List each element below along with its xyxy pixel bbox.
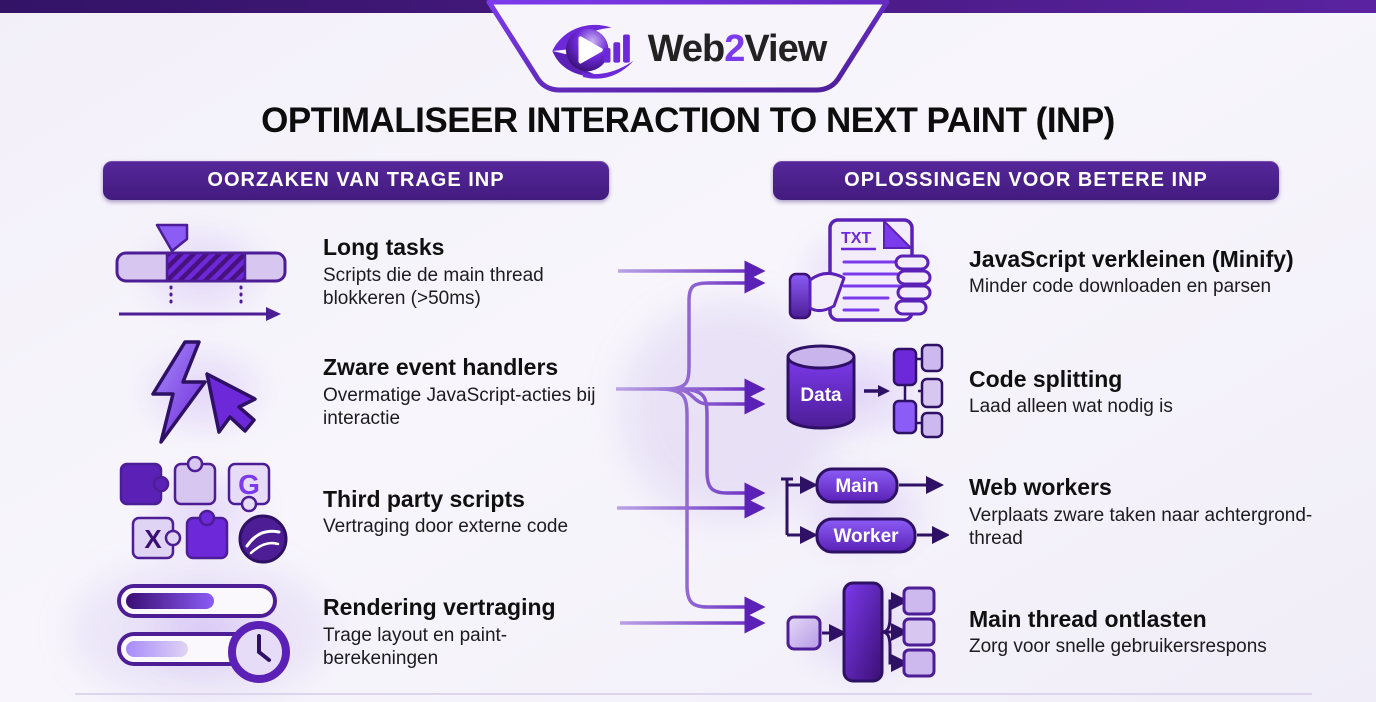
brand-wordmark: Web2View [647,27,828,71]
thread-offload-icon [777,577,949,687]
page-title: OPTIMALISEER INTERACTION TO NEXT PAINT (… [261,101,1115,140]
cause-description: Overmatige JavaScript-acties bij interac… [323,384,596,429]
cause-title: Rendering vertraging [323,594,556,621]
solution-description: Minder code downloaden en parsen [969,276,1272,298]
main-thread-label: Main [835,476,878,497]
solution-row-main-thread: Main thread ontlasten Zorg voor snelle g… [777,573,1337,691]
footer-divider [75,693,1312,695]
data-split-icon: Data [777,337,949,447]
web2view-logo-icon [552,24,634,79]
main-worker-threads-icon: Main Worker [777,457,949,567]
solution-title: Code splitting [969,365,1123,392]
cause-description: Vertraging door externe code [323,516,569,538]
solution-title: Web workers [969,474,1112,501]
solutions-header: OPLOSSINGEN VOOR BETERE INP [773,161,1279,200]
brand-prefix: Web [647,27,726,70]
cause-row-long-tasks: Long tasks Scripts die de main thread bl… [103,213,609,331]
solution-description: Laad alleen wat nodig is [969,396,1173,418]
solution-title: JavaScript verkleinen (Minify) [969,245,1294,272]
solution-row-web-workers: Main Worker Web workers Verplaats zware … [777,453,1337,571]
cause-description: Scripts die de main thread blokkeren (>5… [323,264,544,309]
cause-row-rendering: Rendering vertraging Trage layout en pai… [103,573,609,691]
data-label: Data [800,385,842,406]
worker-thread-label: Worker [833,526,899,547]
cause-title: Third party scripts [323,485,525,512]
solution-title: Main thread ontlasten [969,605,1207,632]
txt-file-label: TXT [841,230,871,247]
causes-header: OORZAKEN VAN TRAGE INP [103,161,609,200]
x-logo-letter: X [144,524,162,554]
lightning-cursor-icon [103,338,303,446]
progress-bars-clock-icon [103,578,303,686]
flow-arrows [616,260,766,634]
solution-row-code-splitting: Data Code splitting Laad alleen wat nodi [777,333,1337,451]
google-logo-letter: G [238,469,260,500]
cause-description: Trage layout en paint-berekeningen [323,624,508,669]
arrow-handlers-to-minify [664,272,766,391]
cause-row-third-party: G X Third party scripts Vertraging door … [103,453,609,571]
cause-title: Zware event handlers [323,354,559,381]
minify-document-hand-icon: TXT [777,216,949,328]
puzzle-pieces-icon: G X [103,456,303,568]
arrow-branch-to-mainthread [658,387,766,618]
long-task-timeline-icon [103,219,303,325]
solution-description: Zorg voor snelle gebruikersrespons [969,636,1267,658]
arrow-handlers-to-webworkers [680,387,766,504]
bird-logo-icon [238,514,288,564]
brand-logo: Web2View [483,18,893,80]
cause-row-event-handlers: Zware event handlers Overmatige JavaScri… [103,333,609,451]
solution-row-minify: TXT JavaScript verkleinen (Minify) Minde [777,213,1337,331]
brand-number: 2 [724,27,745,70]
cause-title: Long tasks [323,234,445,261]
brand-suffix: View [744,27,827,70]
arrow-branch-to-codesplitting [672,387,766,415]
solution-description: Verplaats zware taken naar achtergrond-t… [969,504,1313,549]
